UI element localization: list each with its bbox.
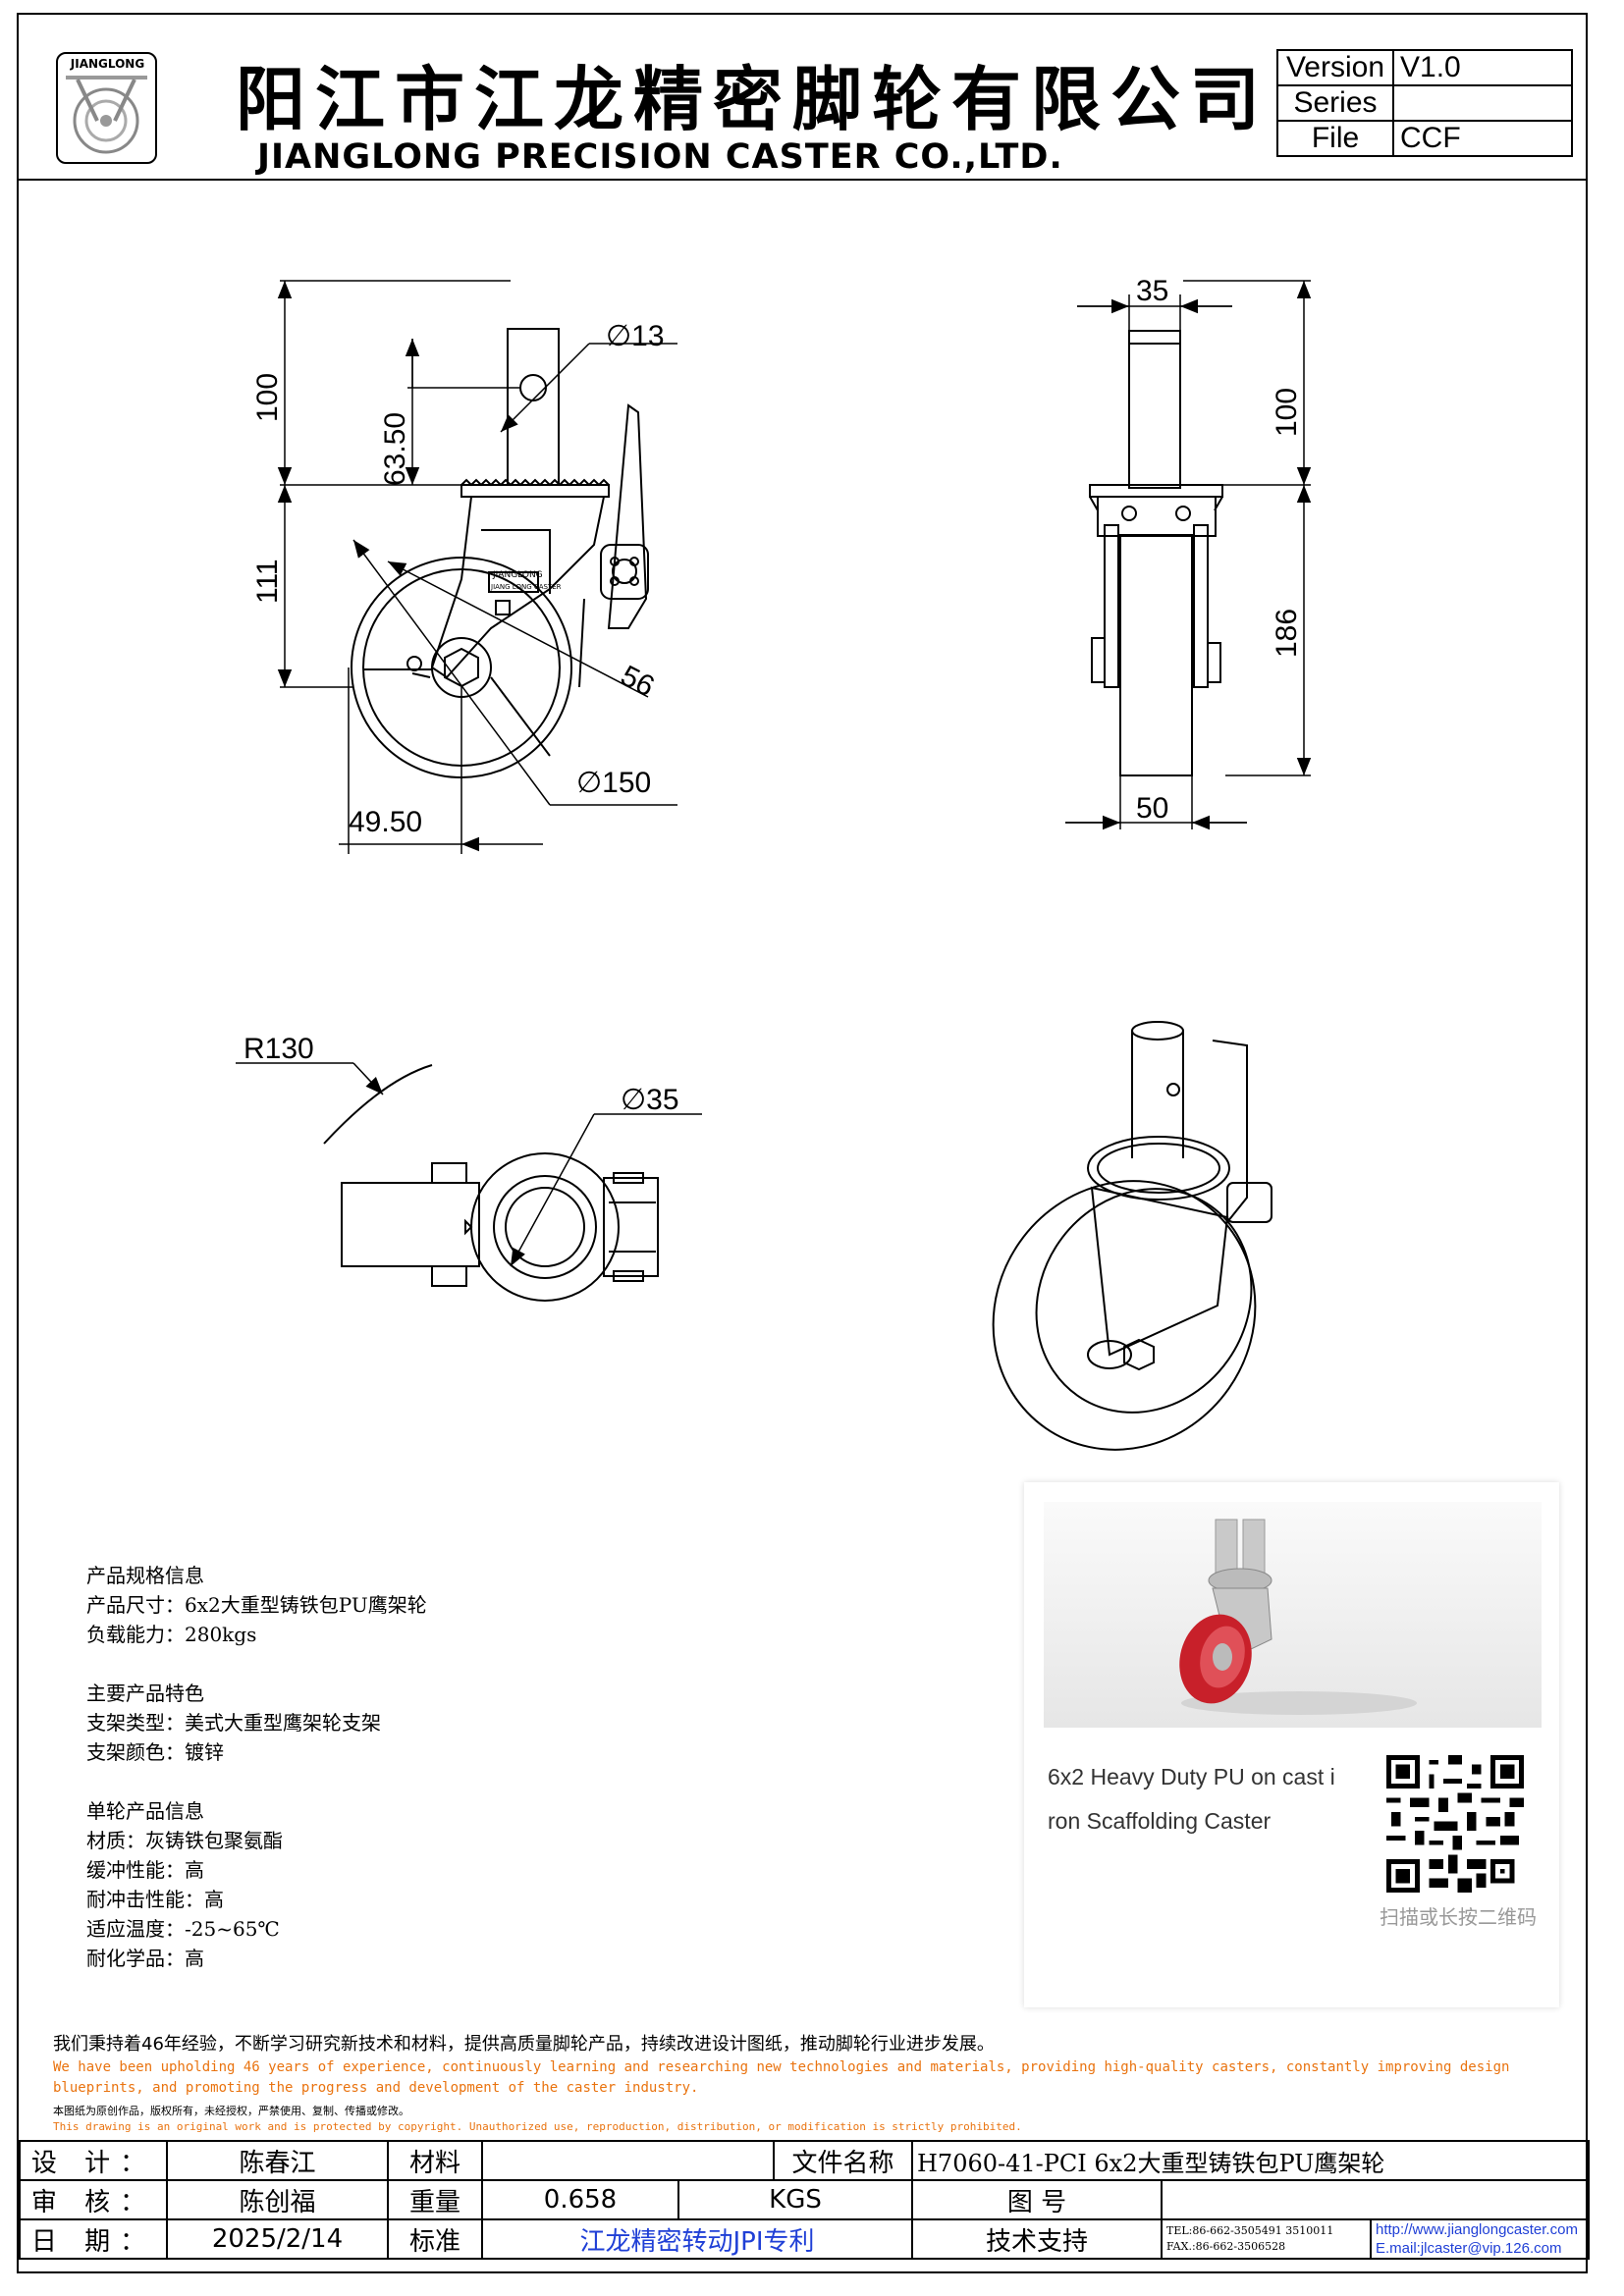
top-dimensions: [236, 1062, 702, 1267]
standard-value: 江龙精密转动JPI专利: [481, 2218, 913, 2260]
header-divider: [17, 179, 1588, 181]
design-label: 设 计：: [19, 2140, 168, 2181]
product-photo: [1044, 1502, 1542, 1728]
email-link[interactable]: E.mail:jlcaster@vip.126.com: [1376, 2240, 1562, 2257]
title-block: 设 计： 陈春江 材料 文件名称 H7060-41-PCI 6x2大重型铸铁包P…: [19, 2140, 1590, 2260]
spec-line: 耐冲击性能：高: [86, 1888, 224, 1911]
caster-render-image: [1179, 1519, 1417, 1715]
dim-stem-hole-dia: ∅13: [606, 320, 665, 352]
company-logo: [56, 52, 157, 164]
date-label: 日 期：: [19, 2218, 168, 2260]
contact-web: http://www.jianglongcaster.com E.mail:jl…: [1370, 2218, 1590, 2260]
series-value: [1392, 84, 1573, 122]
dim-lower-height: 111: [251, 559, 284, 604]
weight-value: 0.658: [481, 2179, 679, 2220]
caption-line: 6x2 Heavy Duty PU on cast i: [1048, 1764, 1335, 1789]
dim-wheel-dia: ∅150: [576, 767, 651, 799]
spec-line: 适应温度：-25~65℃: [86, 1917, 280, 1941]
qr-hint: 扫描或长按二维码: [1380, 1905, 1537, 1929]
website-link[interactable]: http://www.jianglongcaster.com: [1376, 2221, 1578, 2238]
file-label: File: [1276, 120, 1394, 157]
qr-code-icon[interactable]: [1386, 1755, 1524, 1893]
spec-line: 产品尺寸：6x2大重型铸铁包PU鹰架轮: [86, 1593, 427, 1617]
note-en: We have been upholding 46 years of exper…: [53, 2059, 1510, 2096]
front-dimensions: [277, 280, 677, 854]
dim-stem-dia: ∅35: [621, 1084, 679, 1116]
drawing-frame: [17, 13, 1588, 2273]
spec-title: 主要产品特色: [86, 1682, 204, 1705]
logo-text: JIANGLONG: [70, 57, 145, 71]
dim-stem-width: 35: [1136, 275, 1168, 307]
file-name-value: H7060-41-PCI 6x2大重型铸铁包PU鹰架轮: [911, 2140, 1590, 2181]
dim-hole-height: 63.50: [379, 412, 411, 486]
side-dimensions: [1065, 280, 1312, 830]
spec-line: 耐化学品：高: [86, 1947, 204, 1970]
copyright-en: This drawing is an original work and is …: [53, 2120, 1022, 2133]
product-caption: 6x2 Heavy Duty PU on cast i ron Scaffold…: [1048, 1755, 1372, 1843]
material-value: [481, 2140, 775, 2181]
spec-title: 产品规格信息: [86, 1564, 204, 1587]
copyright-cn: 本图纸为原创作品，版权所有，未经授权，严禁使用、复制、传播或修改。: [53, 2105, 409, 2117]
side-view: [1089, 330, 1223, 776]
caption-line: ron Scaffolding Caster: [1048, 1808, 1272, 1834]
review-value: 陈创福: [166, 2179, 389, 2220]
weight-unit: KGS: [677, 2179, 913, 2220]
iso-view: [992, 1021, 1272, 1451]
tel-text: TEL:86-662-3505491 3510011: [1166, 2224, 1334, 2237]
product-specs: 产品规格信息 产品尺寸：6x2大重型铸铁包PU鹰架轮 负载能力：280kgs 主…: [86, 1561, 427, 2002]
file-value: CCF: [1392, 120, 1573, 157]
technical-drawing: JIANGLONG JIANG LONG CASTER ∅13 100 63.5…: [236, 275, 1312, 1451]
spec-line: 缓冲性能：高: [86, 1858, 204, 1882]
spec-line: 负载能力：280kgs: [86, 1623, 257, 1646]
dim-total-height: 186: [1271, 609, 1303, 658]
dim-swivel-radius: R130: [244, 1033, 314, 1065]
series-label: Series: [1276, 84, 1394, 122]
dim-stem-height-front: 100: [251, 373, 284, 422]
drawing-no-value: [1161, 2179, 1590, 2220]
note-cn: 我们秉持着46年经验，不断学习研究新技术和材料，提供高质量脚轮产品，持续改进设计…: [53, 2034, 995, 2055]
design-value: 陈春江: [166, 2140, 389, 2181]
dim-offset: 49.50: [349, 806, 422, 838]
contact-phone: TEL:86-662-3505491 3510011 FAX.:86-662-3…: [1161, 2218, 1372, 2260]
spec-group-info: 产品规格信息 产品尺寸：6x2大重型铸铁包PU鹰架轮 负载能力：280kgs: [86, 1561, 427, 1649]
caster-logo-icon: [66, 76, 147, 154]
svg-text:JIANGLONG: JIANGLONG: [492, 570, 543, 580]
date-value: 2025/2/14: [166, 2218, 389, 2260]
dim-stem-height-side: 100: [1271, 388, 1303, 437]
weight-label: 重量: [387, 2179, 483, 2220]
version-value: V1.0: [1392, 49, 1573, 86]
spec-group-wheel: 单轮产品信息 材质：灰铸铁包聚氨酯 缓冲性能：高 耐冲击性能：高 适应温度：-2…: [86, 1796, 427, 1973]
version-label: Version: [1276, 49, 1394, 86]
material-label: 材料: [387, 2140, 483, 2181]
spec-title: 单轮产品信息: [86, 1799, 204, 1823]
company-name-cn: 阳江市江龙精密脚轮有限公司: [236, 59, 1271, 140]
dim-wheel-width: 50: [1136, 792, 1168, 825]
file-name-label: 文件名称: [773, 2140, 913, 2181]
drawing-no-label: 图 号: [911, 2179, 1163, 2220]
svg-text:JIANG LONG CASTER: JIANG LONG CASTER: [490, 583, 562, 591]
dim-brake-radius: 56: [616, 660, 660, 704]
spec-line: 支架颜色：镀锌: [86, 1740, 224, 1764]
front-view: JIANGLONG JIANG LONG CASTER: [351, 328, 649, 778]
spec-group-features: 主要产品特色 支架类型：美式大重型鹰架轮支架 支架颜色：镀锌: [86, 1679, 427, 1767]
company-name-en: JIANGLONG PRECISION CASTER CO.,LTD.: [257, 137, 1063, 177]
version-table: Version V1.0 Series File CCF: [1276, 49, 1573, 157]
standard-label: 标准: [387, 2218, 483, 2260]
spec-line: 材质：灰铸铁包聚氨酯: [86, 1829, 283, 1852]
fax-text: FAX.:86-662-3506528: [1166, 2240, 1286, 2253]
support-label: 技术支持: [911, 2218, 1163, 2260]
top-view: [323, 1064, 659, 1302]
spec-line: 支架类型：美式大重型鹰架轮支架: [86, 1711, 381, 1735]
review-label: 审 核：: [19, 2179, 168, 2220]
